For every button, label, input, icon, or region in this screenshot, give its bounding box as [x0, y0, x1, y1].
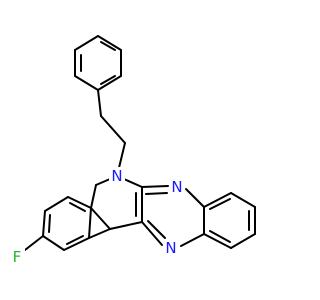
- bond: [97, 35, 122, 51]
- bond: [74, 75, 99, 91]
- double-bond-inner: [145, 192, 168, 195]
- bond: [42, 235, 65, 251]
- atom-n-indole: N: [109, 167, 125, 185]
- double-bond-inner: [147, 220, 166, 239]
- fluorine-label: F: [13, 248, 22, 266]
- atom-n-pyrazine-top: N: [169, 178, 185, 196]
- double-bond-inner: [66, 235, 84, 245]
- bond: [97, 89, 102, 117]
- bond: [97, 75, 122, 91]
- bond: [63, 237, 90, 251]
- indole-core: [90, 175, 143, 230]
- atom-fluorine: F: [9, 248, 25, 266]
- bond: [24, 235, 44, 251]
- double-bond-inner: [209, 198, 231, 210]
- double-bond-inner: [209, 230, 231, 243]
- bond: [100, 115, 126, 144]
- bond: [67, 196, 92, 209]
- nitrogen-label: N: [171, 178, 182, 196]
- bond: [109, 221, 143, 230]
- bond: [230, 233, 256, 249]
- bond: [90, 184, 97, 209]
- molecule-structure: N N N F: [9, 35, 256, 266]
- bond: [203, 233, 232, 249]
- bond: [230, 192, 256, 208]
- nitrogen-label: N: [165, 239, 176, 257]
- double-bond-inner: [100, 41, 116, 51]
- bond: [185, 188, 205, 208]
- bond: [90, 207, 111, 230]
- bond: [88, 207, 92, 239]
- bond: [203, 192, 232, 208]
- pyrazine-ring: [141, 185, 205, 247]
- double-bond-inner: [48, 214, 51, 233]
- bond: [180, 233, 205, 247]
- ethyl-linker: [97, 89, 126, 177]
- nitrogen-label: N: [111, 167, 122, 185]
- bond: [141, 221, 163, 246]
- bond: [141, 185, 169, 188]
- quinoxaline-benzo-ring: [203, 192, 256, 249]
- bond: [74, 35, 99, 51]
- double-bond-inner: [69, 202, 86, 212]
- fluoro-benzo-ring: [24, 196, 111, 251]
- phenyl-ring: [74, 35, 122, 91]
- atom-n-pyrazine-bottom: N: [163, 239, 179, 257]
- bond: [88, 228, 111, 239]
- bond: [42, 210, 46, 237]
- double-bond-inner: [100, 75, 116, 85]
- bond: [44, 196, 69, 212]
